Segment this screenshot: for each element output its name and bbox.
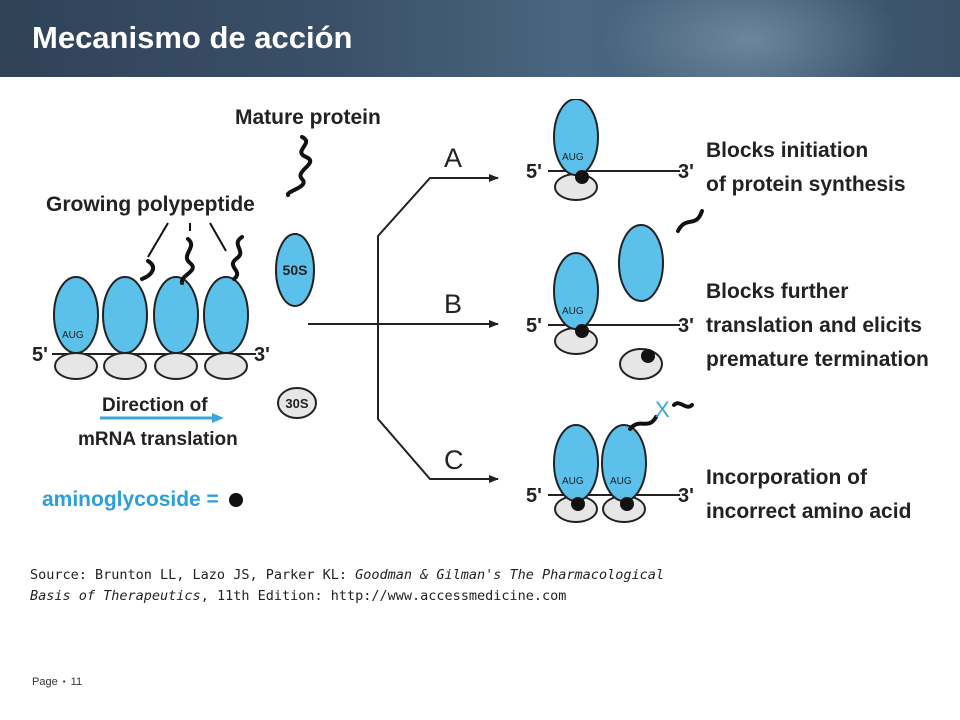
five-prime-label-c: 5' [526, 485, 542, 507]
small-subunit-3 [154, 352, 198, 380]
aminoglycoside-dot-legend [229, 493, 243, 507]
mature-protein-chain [285, 135, 313, 197]
large-subunit-b [553, 252, 599, 330]
pointer-line-3 [209, 222, 227, 252]
branch-a-label: A [444, 143, 462, 173]
slide-header: Mecanismo de acción [0, 0, 960, 77]
x-mark-c: X [655, 397, 670, 422]
mechanism-diagram: Mature protein Growing polypeptide 5' 3'… [32, 99, 929, 523]
effect-b-line-1: Blocks further [706, 280, 848, 303]
released-large-subunit-b [618, 224, 664, 302]
source-line-1: Source: Brunton LL, Lazo JS, Parker KL: … [30, 565, 664, 586]
mature-protein-label: Mature protein [235, 106, 381, 129]
free-50s-subunit [275, 233, 315, 307]
three-prime-label-b: 3' [678, 315, 694, 337]
direction-label-2: mRNA translation [78, 429, 238, 450]
small-subunit-4 [204, 352, 248, 380]
effect-a-line-2: of protein synthesis [706, 173, 906, 196]
effect-a-line-1: Blocks initiation [706, 139, 868, 162]
page-bullet: ▪ [62, 677, 66, 686]
source-citation: Source: Brunton LL, Lazo JS, Parker KL: … [30, 565, 664, 607]
aminoglycoside-dot-b2 [641, 349, 655, 363]
mechanism-figure: Mature protein Growing polypeptide 5' 3'… [30, 99, 930, 613]
aminoglycoside-dot-a [575, 170, 589, 184]
branch-a-arrow [377, 174, 499, 324]
header-glow [600, 0, 900, 77]
large-subunit-4 [203, 276, 249, 354]
large-subunit-a [553, 99, 599, 176]
incorrect-chain-c-tail [672, 401, 694, 409]
effect-b-line-3: premature termination [706, 348, 929, 371]
large-subunit-3 [153, 276, 199, 354]
aug-label-c2: AUG [610, 476, 632, 487]
aug-label-b: AUG [562, 306, 584, 317]
page-footer: Page ▪ 11 [32, 676, 82, 688]
aug-label-a: AUG [562, 152, 584, 163]
pointer-line-1 [147, 222, 169, 258]
page-number: 11 [70, 676, 83, 688]
incorrect-chain-c [628, 415, 658, 431]
polypeptide-chain-2 [179, 237, 195, 285]
polypeptide-chain-3 [230, 235, 244, 281]
small-subunit-2 [103, 352, 147, 380]
aminoglycoside-dot-c1 [571, 497, 585, 511]
large-subunit-c2 [601, 424, 647, 502]
direction-label-1: Direction of [102, 395, 208, 416]
large-subunit-c1 [553, 424, 599, 502]
source-line-2: Basis of Therapeutics, 11th Edition: htt… [30, 586, 664, 607]
legend-text: aminoglycoside = [42, 488, 219, 511]
slide-title: Mecanismo de acción [32, 20, 353, 55]
five-prime-label-a: 5' [526, 161, 542, 183]
five-prime-label-b: 5' [526, 315, 542, 337]
growing-polypeptide-label: Growing polypeptide [46, 193, 255, 216]
released-small-subunit-b [619, 348, 663, 380]
large-subunit-2 [102, 276, 148, 354]
aminoglycoside-dot-c2 [620, 497, 634, 511]
free-30s-subunit [277, 387, 317, 419]
polypeptide-chain-1 [140, 259, 156, 281]
three-prime-label-left: 3' [254, 344, 270, 366]
source-prefix: Source: Brunton LL, Lazo JS, Parker KL: [30, 567, 356, 583]
released-chain-b [676, 209, 704, 233]
aug-label-c1: AUG [562, 476, 584, 487]
aminoglycoside-dot-b [575, 324, 589, 338]
label-50s: 50S [283, 262, 308, 278]
source-book-title-2: Basis of Therapeutics [30, 588, 201, 604]
label-30s: 30S [285, 396, 308, 411]
large-subunit-1 [53, 276, 99, 354]
three-prime-label-a: 3' [678, 161, 694, 183]
direction-arrowhead [212, 413, 224, 423]
five-prime-label-left: 5' [32, 344, 48, 366]
branch-b-label: B [444, 289, 462, 319]
source-edition-url: , 11th Edition: http://www.accessmedicin… [200, 588, 567, 604]
three-prime-label-c: 3' [678, 485, 694, 507]
effect-b-line-2: translation and elicits [706, 314, 922, 337]
aug-label-polysome: AUG [62, 330, 84, 341]
branch-c-arrow [377, 324, 499, 483]
effect-c-line-2: incorrect amino acid [706, 500, 911, 523]
effect-c-line-1: Incorporation of [706, 466, 868, 489]
small-subunit-1 [54, 352, 98, 380]
branch-c-label: C [444, 445, 464, 475]
source-book-title-1: Goodman & Gilman's The Pharmacological [355, 567, 664, 583]
page-label: Page [32, 676, 58, 688]
